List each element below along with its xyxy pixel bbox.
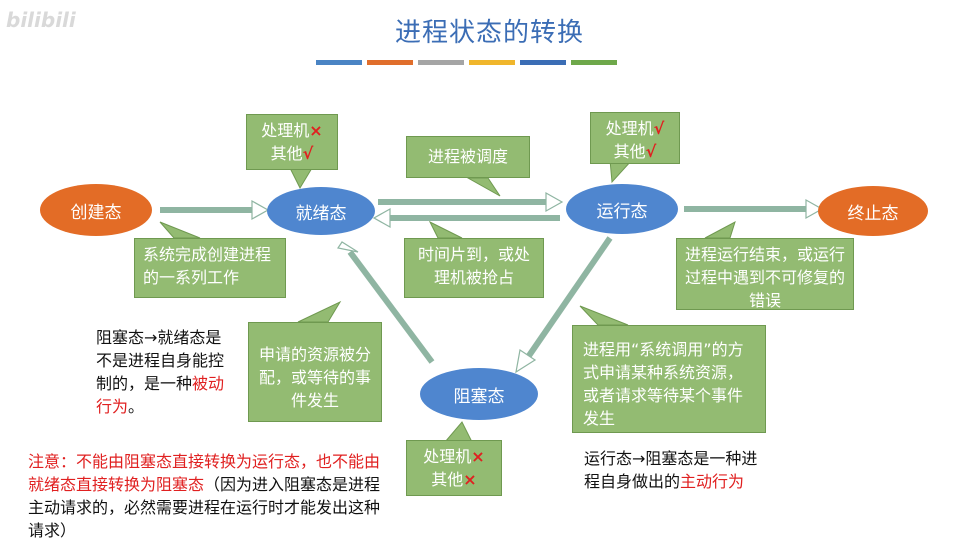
note-blocked-condition: 处理机× 其他× bbox=[406, 440, 502, 496]
watermark-logo: bilibili bbox=[6, 8, 76, 32]
state-terminate: 终止态 bbox=[818, 186, 928, 236]
state-running: 运行态 bbox=[566, 184, 678, 234]
cross-mark: × bbox=[309, 121, 323, 140]
arrowhead bbox=[805, 198, 824, 220]
note-timeslice: 时间片到，或处理机被抢占 bbox=[404, 238, 544, 298]
cross-mark: × bbox=[463, 470, 477, 489]
note-wakeup: 申请的资源被分配，或等待的事件发生 bbox=[248, 322, 382, 422]
note-ready-condition: 处理机× 其他√ bbox=[246, 114, 338, 170]
check-mark: √ bbox=[302, 144, 314, 163]
callout-tail bbox=[466, 177, 501, 197]
callout-tail bbox=[443, 421, 473, 443]
arrowhead bbox=[545, 191, 564, 213]
warning-text: 注意：不能由阻塞态直接转换为运行态，也不能由就绪态直接转换为阻塞态（因为进入阻塞… bbox=[28, 450, 384, 542]
arrowhead bbox=[251, 199, 270, 221]
arrowhead bbox=[372, 207, 391, 229]
passive-text-main: 阻塞态→就绪态是不是进程自身能控制的，是一种 bbox=[96, 328, 225, 393]
cross-mark: × bbox=[471, 447, 485, 466]
state-blocked-label: 阻塞态 bbox=[453, 386, 505, 407]
note-text: 系统完成创建进程的一系列工作 bbox=[143, 245, 272, 287]
state-blocked: 阻塞态 bbox=[420, 368, 538, 420]
state-ready-label: 就绪态 bbox=[295, 203, 347, 224]
colorbar-segment bbox=[520, 60, 566, 65]
note-line: 处理机 bbox=[605, 119, 654, 138]
syscall-highlight: “系统调用” bbox=[631, 340, 712, 359]
colorbar-segment bbox=[469, 60, 515, 65]
callout-tail bbox=[579, 305, 629, 326]
warning-text-explanation: （因为进入阻塞态是进程主动请求的，必然需要进程在运行时才能发出这种请求） bbox=[28, 475, 381, 540]
note-text: 申请的资源被分配，或等待的事件发生 bbox=[258, 345, 371, 410]
active-text-main: 运行态→阻塞态是一种进程自身做出的 bbox=[584, 449, 758, 491]
colorbar-segment bbox=[316, 60, 362, 65]
note-schedule: 进程被调度 bbox=[406, 136, 530, 178]
note-text: 的方式申请某种系统资源，或者请求等待某个事件发生 bbox=[583, 340, 744, 428]
note-running-condition: 处理机√ 其他√ bbox=[590, 112, 680, 164]
state-create: 创建态 bbox=[40, 184, 152, 236]
state-ready: 就绪态 bbox=[267, 187, 375, 235]
warning-text-emphasis: 注意：不能由阻塞态直接转换为运行态，也不能由就绪态直接转换为阻塞态 bbox=[28, 452, 381, 494]
callout-tail bbox=[289, 167, 313, 190]
note-create-done: 系统完成创建进程的一系列工作 bbox=[134, 238, 286, 298]
page-title: 进程状态的转换 bbox=[394, 18, 584, 48]
active-text-emphasis: 主动行为 bbox=[680, 472, 745, 491]
colorbar-segment bbox=[367, 60, 413, 65]
callout-tail bbox=[159, 221, 201, 239]
check-mark: √ bbox=[653, 119, 665, 138]
arrow-running-to-blocked bbox=[523, 236, 613, 362]
note-text: 进程运行结束，或运行过程中遇到不可修复的错误 bbox=[685, 245, 846, 310]
callout-tail bbox=[297, 300, 342, 323]
callout-tail bbox=[704, 220, 736, 239]
colorbar-segment bbox=[418, 60, 464, 65]
note-text: 进程用 bbox=[583, 340, 632, 359]
state-create-label: 创建态 bbox=[70, 202, 122, 223]
arrowhead bbox=[337, 241, 359, 253]
note-syscall: 进程用“系统调用”的方式申请某种系统资源，或者请求等待某个事件发生 bbox=[572, 325, 766, 433]
note-text: 进程被调度 bbox=[427, 147, 508, 166]
passive-text-end: 。 bbox=[128, 397, 145, 416]
state-terminate-label: 终止态 bbox=[847, 203, 899, 224]
passive-text-emphasis: 被动行为 bbox=[96, 374, 225, 416]
state-running-label: 运行态 bbox=[596, 201, 648, 222]
active-behavior-text: 运行态→阻塞态是一种进程自身做出的主动行为 bbox=[584, 447, 764, 493]
note-line: 其他 bbox=[270, 144, 303, 163]
note-line: 其他 bbox=[431, 470, 464, 489]
arrowhead bbox=[515, 348, 537, 374]
callout-tail bbox=[428, 220, 463, 239]
note-terminate-reason: 进程运行结束，或运行过程中遇到不可修复的错误 bbox=[676, 238, 854, 310]
note-line: 处理机 bbox=[423, 447, 472, 466]
check-mark: √ bbox=[645, 142, 657, 161]
arrow-blocked-to-ready bbox=[347, 250, 435, 364]
colorbar-segment bbox=[571, 60, 617, 65]
passive-behavior-text: 阻塞态→就绪态是不是进程自身能控制的，是一种被动行为。 bbox=[96, 326, 236, 418]
note-line: 其他 bbox=[613, 142, 646, 161]
note-line: 处理机 bbox=[261, 121, 310, 140]
note-text: 时间片到，或处理机被抢占 bbox=[417, 245, 530, 287]
